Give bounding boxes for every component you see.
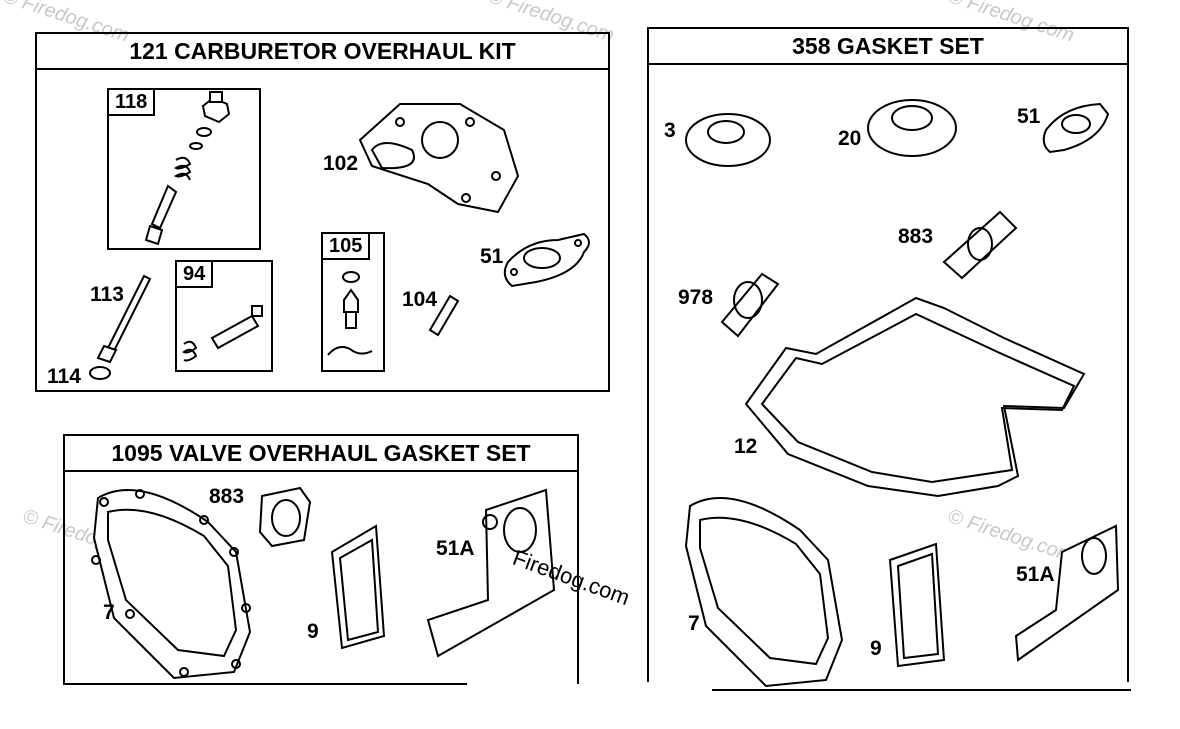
part-51-gasket-drawing xyxy=(1042,102,1110,154)
label-883: 883 xyxy=(898,225,934,248)
label-12: 12 xyxy=(734,435,758,458)
label-102: 102 xyxy=(323,152,359,175)
part-20-seal-drawing xyxy=(867,99,957,157)
part-102-gasket-drawing xyxy=(358,103,520,214)
part-118-jet-drawing xyxy=(144,91,231,246)
part-118-box[interactable]: 118 xyxy=(107,88,261,250)
label-113: 113 xyxy=(90,283,124,306)
label-7: 7 xyxy=(103,601,115,624)
label-978: 978 xyxy=(678,286,714,309)
valve-gasket-panel: 1095 VALVE OVERHAUL GASKET SET xyxy=(63,434,579,684)
part-94-screw-drawing xyxy=(182,305,263,362)
part-7-head-gasket-drawing xyxy=(684,497,844,688)
part-104-pin-drawing xyxy=(428,294,460,337)
part-118-tag: 118 xyxy=(107,88,156,116)
part-113-screw-drawing xyxy=(96,274,152,364)
part-51-gasket-drawing xyxy=(503,232,590,288)
label-51A: 51A xyxy=(1016,563,1055,586)
label-114: 114 xyxy=(47,365,81,388)
label-883: 883 xyxy=(209,485,245,508)
part-9-gasket-drawing xyxy=(330,524,386,650)
label-51: 51 xyxy=(480,245,504,268)
gasket-set-panel: 358 GASKET SET xyxy=(647,27,1129,682)
part-51A-plate-drawing xyxy=(426,488,556,658)
valve-gasket-title: 1095 VALVE OVERHAUL GASKET SET xyxy=(65,436,577,472)
part-105-tag: 105 xyxy=(321,232,371,260)
part-105-needle-drawing xyxy=(327,271,373,356)
gasket-set-bottom-line xyxy=(712,689,1131,691)
label-51A: 51A xyxy=(436,537,475,560)
valve-gasket-bottom-line xyxy=(63,683,467,685)
carburetor-kit-panel: 121 CARBURETOR OVERHAUL KIT 118 94 105 xyxy=(35,32,610,392)
label-104: 104 xyxy=(402,288,438,311)
part-114-washer-drawing xyxy=(89,366,111,380)
label-3: 3 xyxy=(664,119,676,142)
part-9-gasket-drawing xyxy=(888,542,946,668)
gasket-set-title: 358 GASKET SET xyxy=(649,29,1127,65)
carburetor-kit-title: 121 CARBURETOR OVERHAUL KIT xyxy=(37,34,608,70)
part-883-gasket-drawing xyxy=(258,486,312,548)
part-105-box[interactable]: 105 xyxy=(321,232,385,372)
label-20: 20 xyxy=(838,127,862,150)
label-9: 9 xyxy=(307,620,319,643)
label-9: 9 xyxy=(870,637,882,660)
part-883-gasket-drawing xyxy=(942,210,1018,280)
part-51A-plate-drawing xyxy=(1014,524,1120,662)
part-3-seal-drawing xyxy=(685,113,771,167)
part-94-box[interactable]: 94 xyxy=(175,260,273,372)
label-7: 7 xyxy=(688,612,700,635)
part-12-base-gasket-drawing xyxy=(744,296,1086,498)
label-51: 51 xyxy=(1017,105,1041,128)
part-94-tag: 94 xyxy=(175,260,214,288)
part-7-head-gasket-drawing xyxy=(91,489,252,680)
part-978-gasket-drawing xyxy=(720,272,780,338)
